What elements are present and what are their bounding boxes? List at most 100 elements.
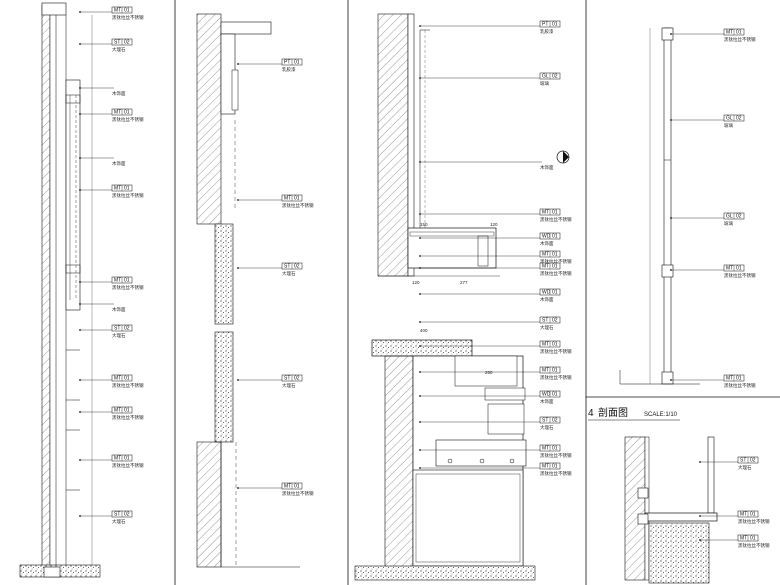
material-code-number: 01 [552,342,558,348]
material-code: MT [726,376,733,382]
material-code: MT [740,512,747,518]
material-label: 大理石 [540,424,554,431]
material-code: WD [542,392,551,398]
material-label: 黑钛拉丝不锈钢 [282,202,314,209]
dimension-label: 277 [460,280,468,285]
section-title-block: 4 剖面图 SCALE:1/10 [588,406,680,421]
dimension-label: 400 [420,328,428,333]
material-label: 黑钛拉丝不锈钢 [112,382,144,389]
detail-shelf [644,512,718,522]
material-code: MT [114,186,121,192]
lower-counter-top [371,339,473,357]
material-code: MT [542,264,549,270]
material-code: MT [542,464,549,470]
material-code: GL [542,74,549,80]
material-code-number: 02 [552,318,558,324]
section-number: 4 [588,408,594,419]
material-label: 木饰面 [540,164,554,171]
material-label: 黑钛拉丝不锈钢 [540,216,572,223]
material-code: MT [114,408,121,414]
material-code-number: 01 [294,196,300,202]
material-code-number: 01 [124,186,130,192]
material-code: WD [542,290,551,296]
material-label: 黑钛拉丝不锈钢 [540,470,572,477]
material-code: GL [726,116,733,122]
material-code-number: 01 [552,264,558,270]
material-code: ST [284,264,290,270]
material-code: ST [542,418,548,424]
material-code-number: 02 [736,116,742,122]
material-code-number: 01 [552,392,558,398]
material-label: 黑钛拉丝不锈钢 [112,192,144,199]
material-code: ST [740,458,746,464]
material-code-number: 01 [552,22,558,28]
lower-cabinet-door [412,469,524,567]
panel-frame [65,79,81,311]
drawer [435,439,527,467]
material-label: 木饰面 [112,160,126,167]
material-code-number: 01 [552,446,558,452]
material-code: PT [542,22,548,28]
material-code-number: 01 [124,456,130,462]
material-code-number: 01 [736,266,742,272]
masonry-lower-1 [214,223,234,325]
upper-wall-hatch [377,13,409,277]
material-label: 木饰面 [540,398,554,405]
material-code-number: 02 [552,74,558,80]
material-code: MT [542,342,549,348]
material-code: PT [284,60,290,66]
wall-finish [49,4,57,576]
material-code-number: 01 [294,484,300,490]
material-code: WD [542,234,551,240]
material-label: 玻璃 [724,122,733,129]
material-code-number: 02 [736,214,742,220]
material-code-number: 01 [124,278,130,284]
material-label: 乳胶漆 [282,66,296,73]
material-callout: 木饰面 [79,303,126,313]
material-code: MT [726,266,733,272]
material-label: 黑钛拉丝不锈钢 [540,452,572,459]
material-code: ST [114,326,120,332]
material-code-number: 02 [552,418,558,424]
material-code-number: 01 [124,376,130,382]
material-code-number: 02 [750,458,756,464]
material-label: 黑钛拉丝不锈钢 [738,542,770,549]
material-code-number: 01 [124,110,130,116]
material-code: MT [114,278,121,284]
material-label: 黑钛拉丝不锈钢 [112,116,144,123]
lower-wall-hatch [384,355,414,577]
glass-panel [663,27,672,384]
material-label: 黑钛拉丝不锈钢 [540,270,572,277]
material-code: GL [726,214,733,220]
material-code-number: 01 [552,464,558,470]
material-label: 木饰面 [540,296,554,303]
material-label: 黑钛拉丝不锈钢 [540,348,572,355]
